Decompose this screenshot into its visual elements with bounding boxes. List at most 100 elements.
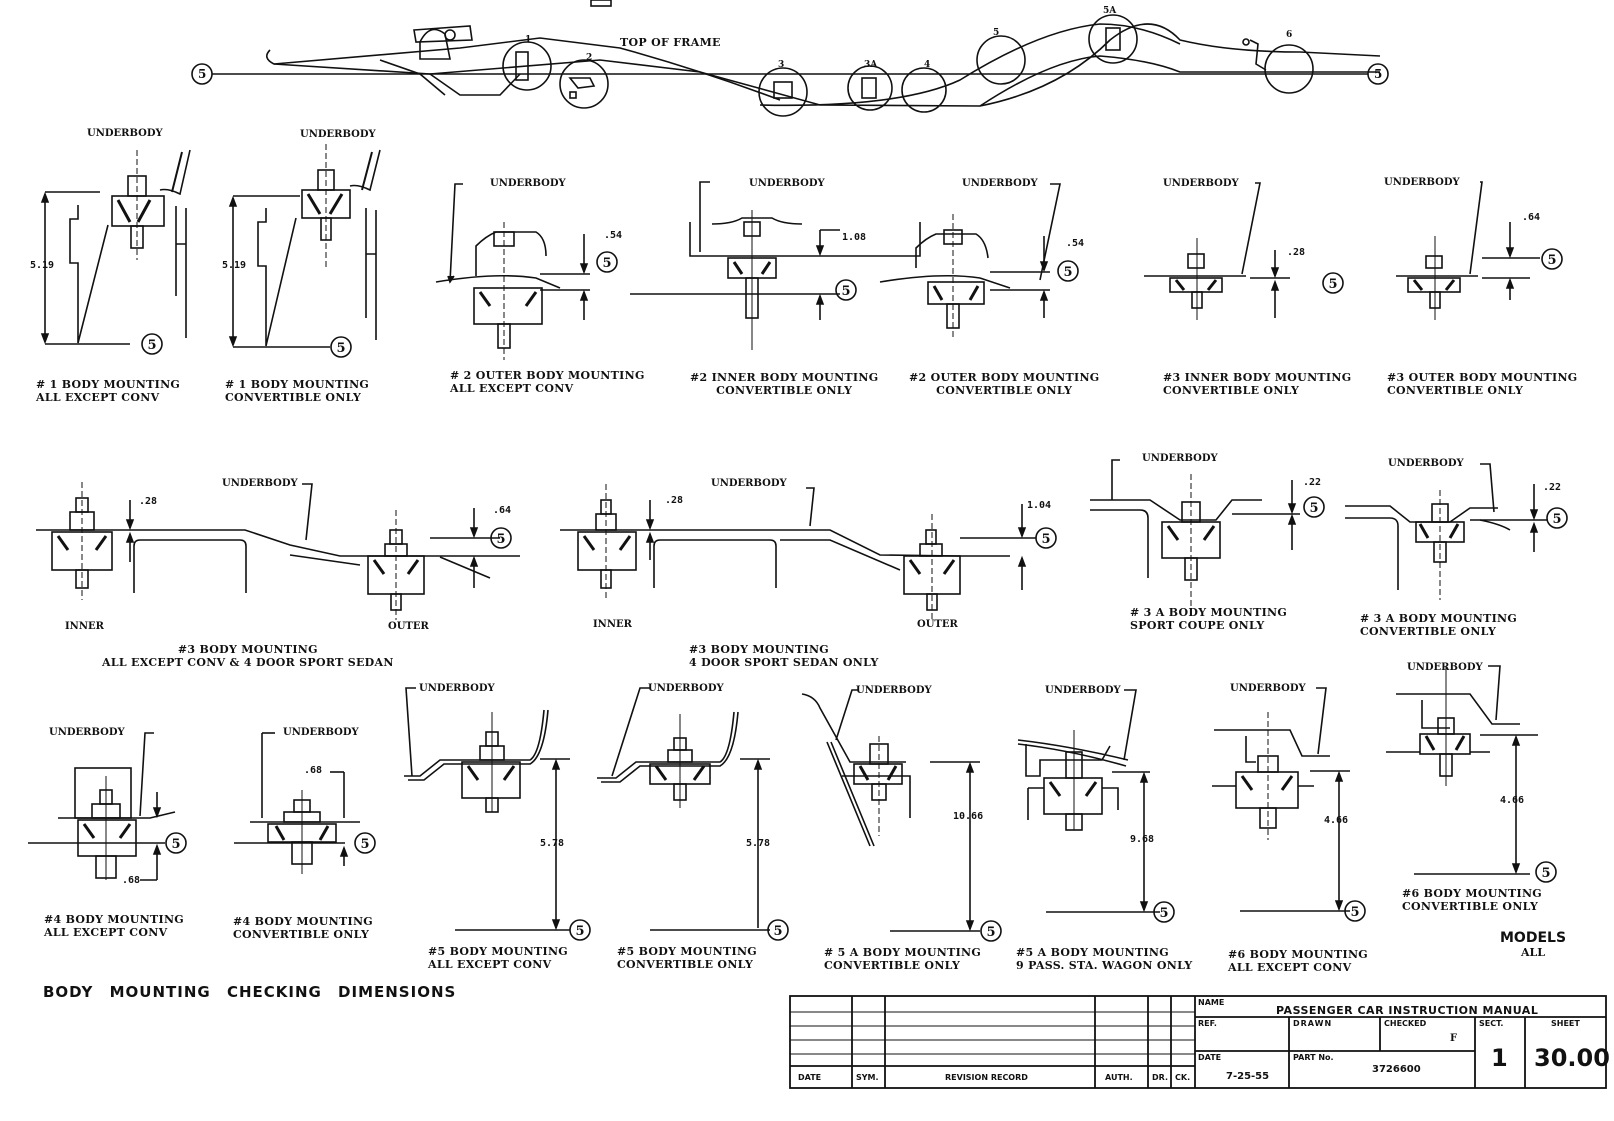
dim-value: 1.08 bbox=[842, 232, 867, 243]
mount-view-5-conv: 5 bbox=[597, 687, 789, 941]
part-value: 3726600 bbox=[1372, 1064, 1421, 1075]
dim-value: .68 bbox=[304, 765, 323, 776]
datum-reference-5: 5 bbox=[1328, 277, 1337, 292]
datum-reference-5: 5 bbox=[336, 341, 345, 356]
inner-label: INNER bbox=[65, 621, 104, 632]
sheet-label: SHEET bbox=[1551, 1019, 1580, 1028]
dim-value: .54 bbox=[604, 230, 623, 241]
dim-value: 5.19 bbox=[222, 260, 247, 271]
mount-view-3-outer-conv: 5 bbox=[1396, 181, 1563, 320]
underbody-label: UNDERBODY bbox=[749, 178, 825, 189]
mount-view-1a: 5 bbox=[40, 149, 191, 355]
mount-view-4-all: 5 bbox=[28, 732, 187, 881]
mount-view-4-conv: 5 bbox=[234, 732, 376, 874]
location-balloon-3: 3 bbox=[778, 60, 785, 70]
datum-balloon-text: 5 bbox=[198, 67, 207, 81]
mount-location-balloons bbox=[502, 14, 1314, 117]
dim-value-inner: .28 bbox=[665, 495, 684, 506]
mount-view-5a-wagon: 5 bbox=[1017, 689, 1175, 923]
dim-value: .54 bbox=[1066, 238, 1085, 249]
datum-balloon-text: 5 bbox=[1374, 67, 1383, 81]
location-balloon-4: 4 bbox=[924, 60, 931, 70]
datum-reference-5: 5 bbox=[1159, 906, 1168, 921]
rev-header-record: REVISION RECORD bbox=[945, 1073, 1028, 1082]
location-balloon-3a: 3A bbox=[864, 60, 878, 70]
dim-value: .22 bbox=[1543, 482, 1562, 493]
mount-view-3a-conv: 5 bbox=[1345, 463, 1568, 600]
underbody-label: UNDERBODY bbox=[1045, 685, 1121, 696]
datum-reference-5: 5 bbox=[986, 925, 995, 940]
rev-header-ck: CK. bbox=[1175, 1073, 1191, 1082]
rev-header-dr: DR. bbox=[1152, 1073, 1168, 1082]
underbody-label: UNDERBODY bbox=[300, 129, 376, 140]
datum-reference-5: 5 bbox=[773, 924, 782, 939]
dim-value: .28 bbox=[1287, 247, 1306, 258]
underbody-label: UNDERBODY bbox=[490, 178, 566, 189]
datum-reference-5: 5 bbox=[360, 837, 369, 852]
dim-value: 10.66 bbox=[953, 811, 984, 822]
datum-reference-5: 5 bbox=[1063, 265, 1072, 280]
datum-reference-5: 5 bbox=[1541, 866, 1550, 881]
underbody-label: UNDERBODY bbox=[283, 727, 359, 738]
location-balloon-5a: 5A bbox=[1103, 6, 1117, 16]
mount-view-3-4dss: 5 bbox=[560, 484, 1057, 620]
dim-value: 4.66 bbox=[1500, 795, 1525, 806]
dim-value-inner: .28 bbox=[139, 496, 158, 507]
dim-value: .64 bbox=[1522, 212, 1541, 223]
date-label: DATE bbox=[1198, 1053, 1222, 1062]
dim-value: 5.78 bbox=[746, 838, 771, 849]
underbody-label: UNDERBODY bbox=[1407, 662, 1483, 673]
dim-value: 5.78 bbox=[540, 838, 565, 849]
date-value: 7-25-55 bbox=[1226, 1071, 1270, 1082]
dim-value-outer: .64 bbox=[493, 505, 512, 516]
underbody-label: UNDERBODY bbox=[856, 685, 932, 696]
underbody-label: UNDERBODY bbox=[1163, 178, 1239, 189]
datum-reference-5: 5 bbox=[575, 924, 584, 939]
underbody-label: UNDERBODY bbox=[87, 128, 163, 139]
datum-balloon-left bbox=[191, 63, 213, 85]
underbody-label: UNDERBODY bbox=[648, 683, 724, 694]
datum-reference-5: 5 bbox=[1309, 501, 1318, 516]
datum-reference-5: 5 bbox=[1041, 532, 1050, 547]
datum-balloon-right bbox=[1367, 63, 1389, 85]
location-balloon-1: 1 bbox=[525, 35, 532, 45]
underbody-label: UNDERBODY bbox=[962, 178, 1038, 189]
underbody-label: UNDERBODY bbox=[1230, 683, 1306, 694]
mount-view-3-inner-conv: 5 bbox=[1144, 182, 1344, 320]
outer-label: OUTER bbox=[917, 619, 958, 630]
datum-reference-5: 5 bbox=[602, 256, 611, 271]
mount-view-3-all: 5 bbox=[36, 482, 520, 620]
underbody-label: UNDERBODY bbox=[1384, 177, 1460, 188]
location-balloon-2: 2 bbox=[586, 53, 593, 63]
mount-view-2-outer-conv: 5 bbox=[879, 183, 1079, 340]
dim-value: 4.66 bbox=[1324, 815, 1349, 826]
sheet-tab bbox=[590, 0, 612, 7]
sheet-value: 30.00 bbox=[1534, 1044, 1610, 1072]
datum-reference-5: 5 bbox=[841, 284, 850, 299]
underbody-label: UNDERBODY bbox=[711, 478, 787, 489]
checked-label: CHECKED bbox=[1384, 1019, 1427, 1028]
dim-value-outer: 1.04 bbox=[1027, 500, 1052, 511]
mount-view-6-all: 5 bbox=[1212, 687, 1366, 922]
underbody-label: UNDERBODY bbox=[49, 727, 125, 738]
sect-label: SECT. bbox=[1479, 1019, 1504, 1028]
dim-value: 9.68 bbox=[1130, 834, 1155, 845]
outer-label: OUTER bbox=[388, 621, 429, 632]
location-balloon-5: 5 bbox=[993, 28, 1000, 38]
ref-label: REF. bbox=[1198, 1019, 1217, 1028]
